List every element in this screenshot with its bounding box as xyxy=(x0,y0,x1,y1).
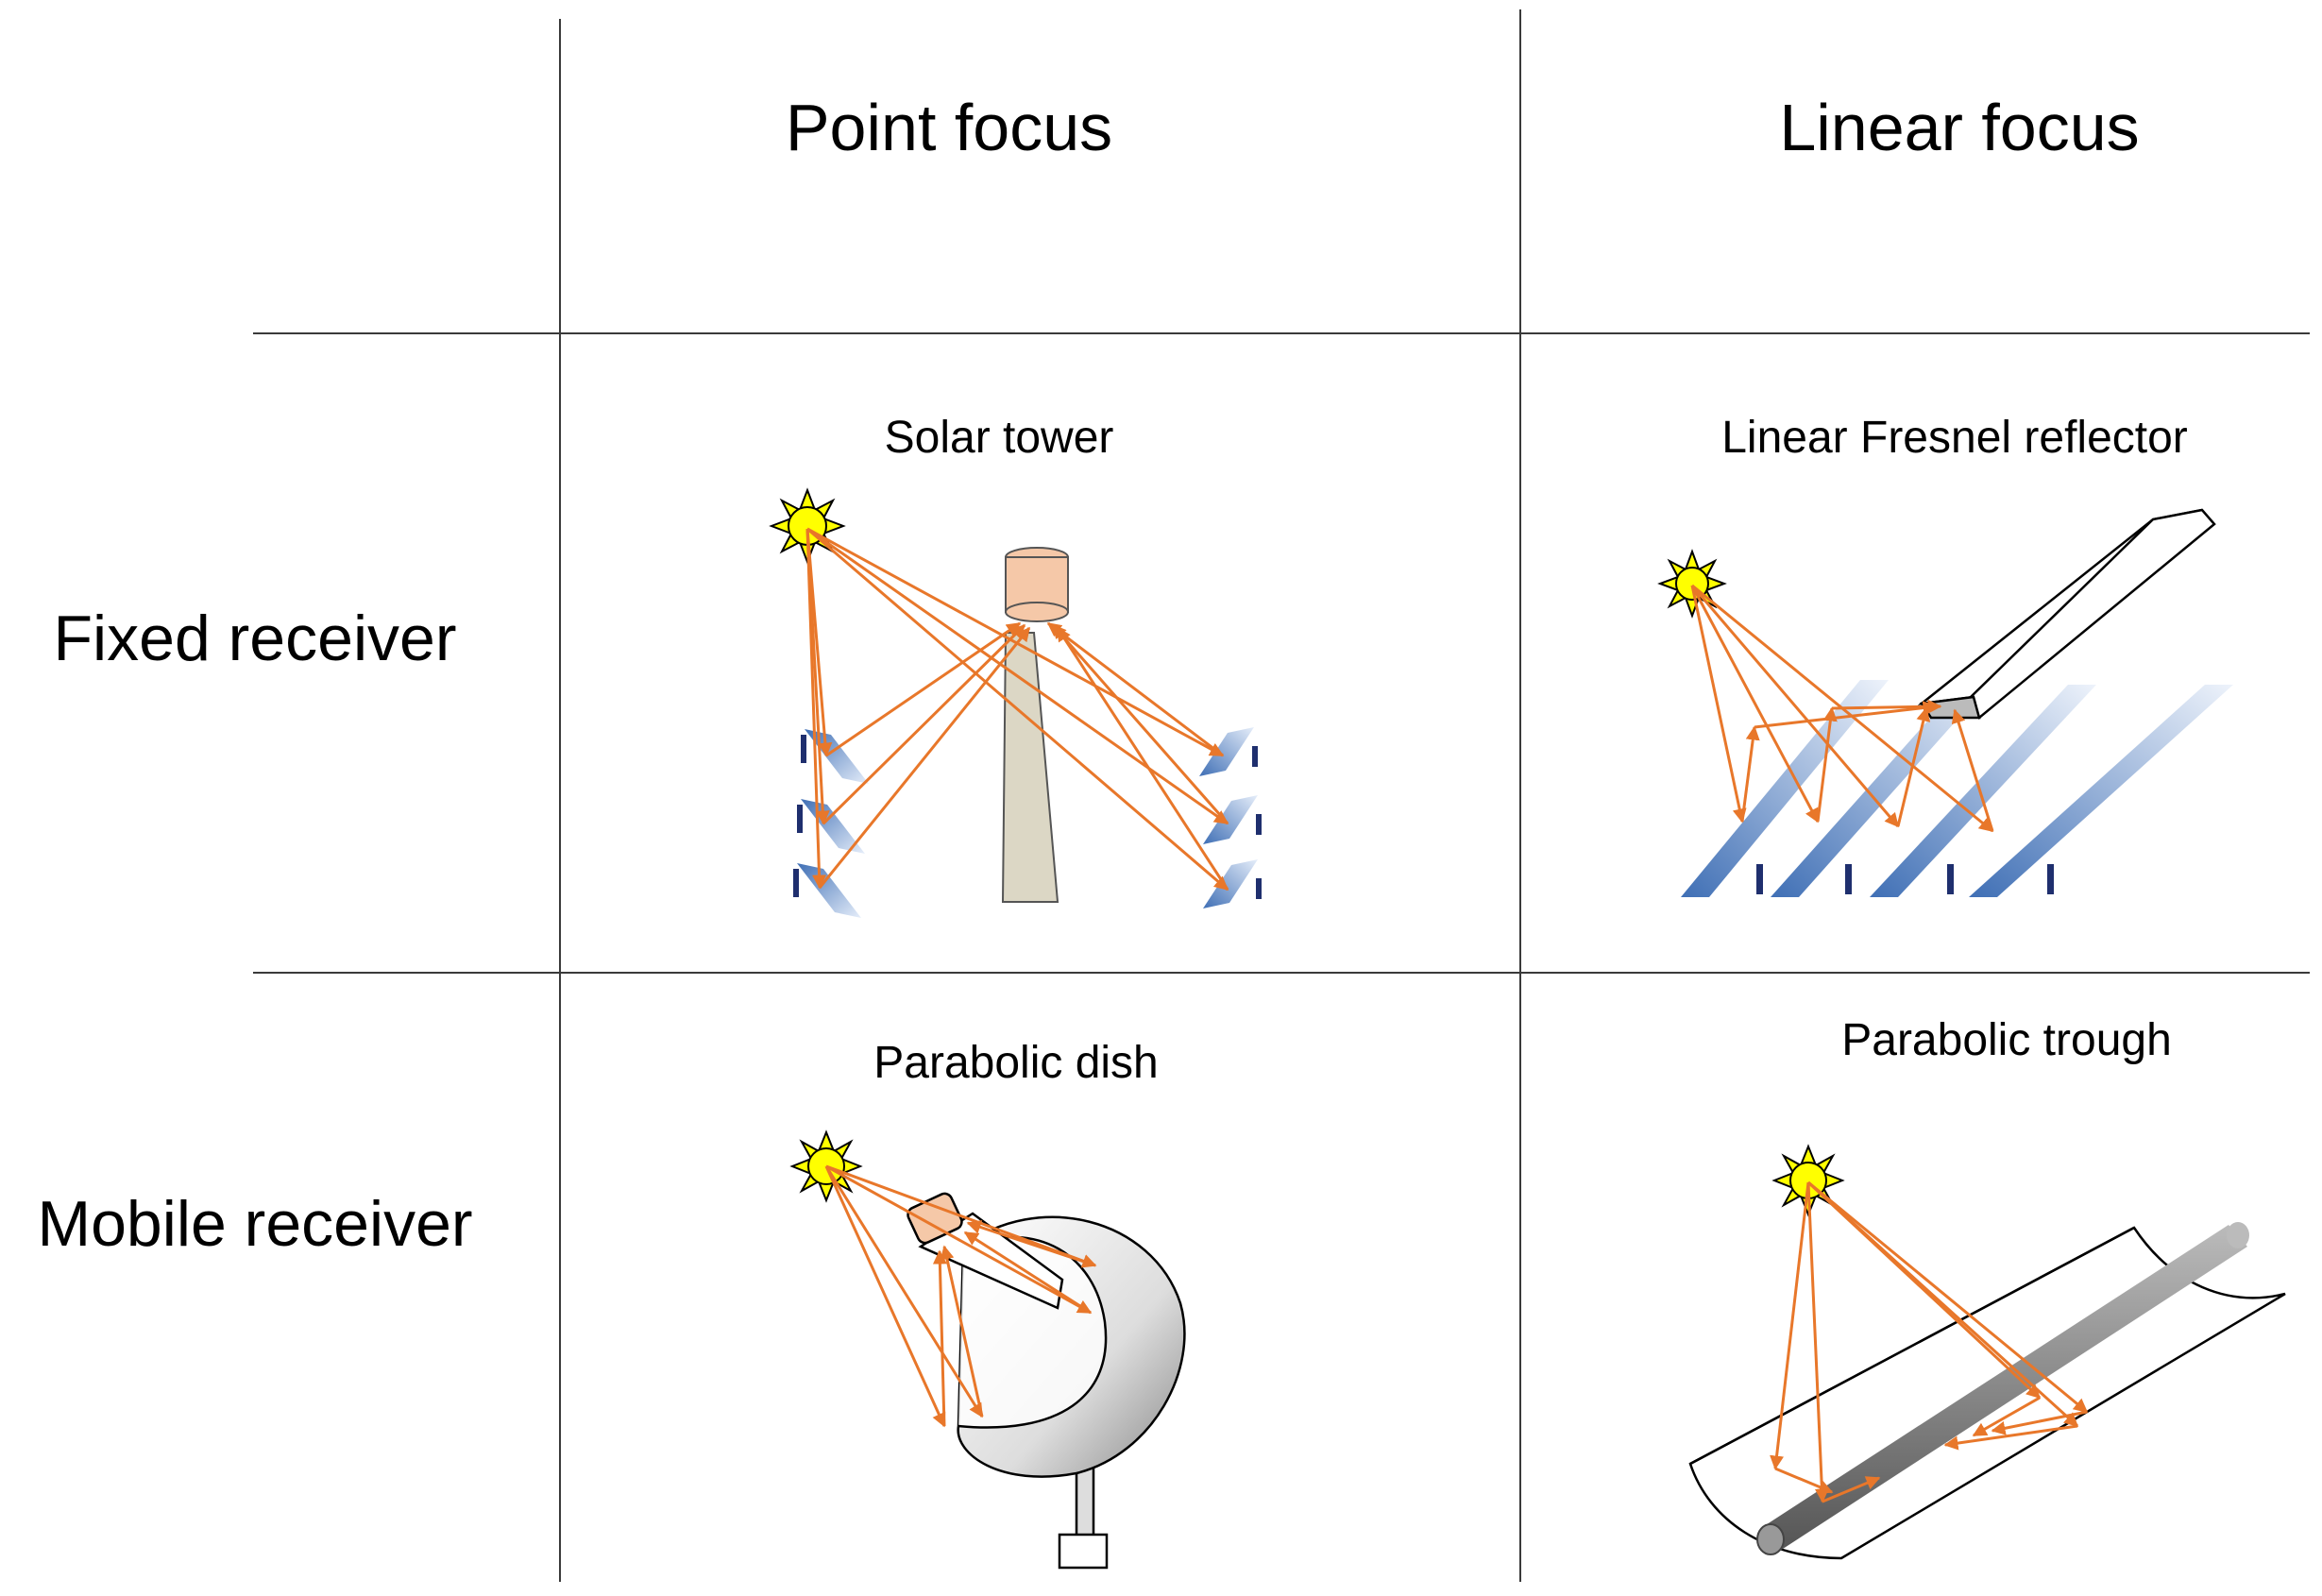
linear-fresnel-illustration xyxy=(1657,508,2233,897)
solar-tower-illustration xyxy=(769,487,1262,918)
tower-icon xyxy=(1001,547,1069,903)
heliostats-right xyxy=(1199,727,1262,908)
light-rays xyxy=(1770,1180,2089,1503)
sun-icon xyxy=(1657,549,1727,619)
fresnel-mirror-strips xyxy=(1681,680,2233,897)
grid-line-vertical-2 xyxy=(1519,9,1521,1582)
parabolic-trough-illustration xyxy=(1688,1144,2286,1560)
caption-linear-fresnel-reflector: Linear Fresnel reflector xyxy=(1721,413,2188,463)
grid-line-horizontal-2 xyxy=(253,972,2310,974)
column-header-point-focus: Point focus xyxy=(785,91,1113,164)
light-rays xyxy=(805,527,1229,891)
dish-stand-icon xyxy=(1058,1462,1109,1570)
grid-line-vertical-1 xyxy=(559,19,561,1582)
caption-solar-tower: Solar tower xyxy=(884,413,1114,463)
grid-line-horizontal-1 xyxy=(253,332,2310,334)
column-header-linear-focus: Linear focus xyxy=(1779,91,2140,164)
parabolic-dish-illustration xyxy=(789,1129,1186,1570)
absorber-tube-icon xyxy=(1756,1222,2249,1555)
row-label-fixed-receiver: Fixed receiver xyxy=(53,603,457,674)
row-label-mobile-receiver: Mobile receiver xyxy=(37,1188,473,1260)
caption-parabolic-dish: Parabolic dish xyxy=(873,1038,1159,1088)
light-rays xyxy=(1690,584,1994,833)
light-rays xyxy=(824,1164,1097,1428)
heliostats-left xyxy=(793,729,869,918)
caption-parabolic-trough: Parabolic trough xyxy=(1841,1015,2172,1065)
fresnel-receiver-icon xyxy=(1917,508,2216,720)
